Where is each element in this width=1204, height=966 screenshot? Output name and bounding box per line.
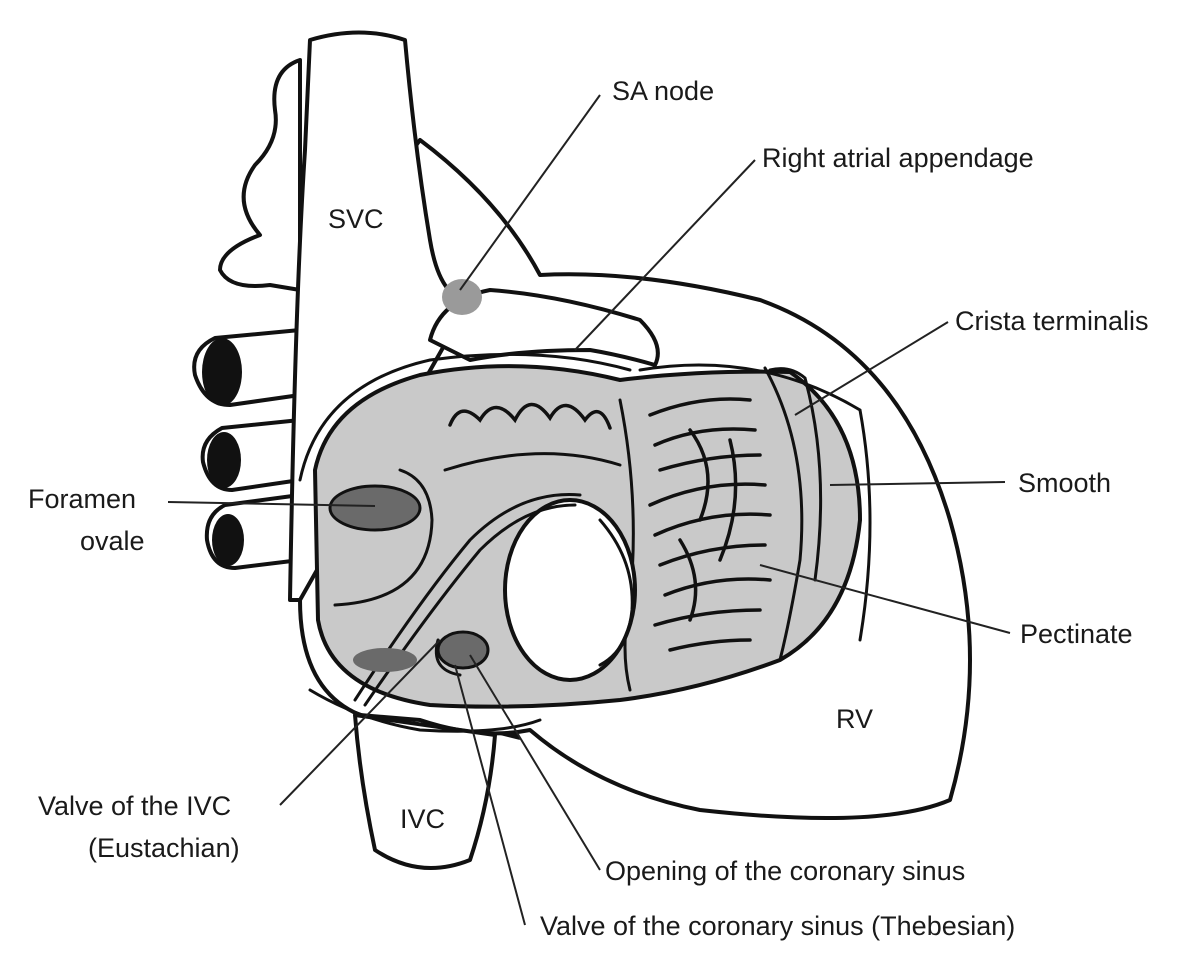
label-crista-terminalis: Crista terminalis: [955, 306, 1149, 336]
label-svc: SVC: [328, 204, 384, 234]
label-smooth: Smooth: [1018, 468, 1111, 498]
label-foramen-ovale-line1: Foramen: [28, 484, 136, 514]
label-right-atrial-appendage: Right atrial appendage: [762, 143, 1034, 173]
pulmonary-veins: [194, 330, 300, 568]
label-valve-ivc-line1: Valve of the IVC: [38, 791, 231, 821]
label-foramen-ovale-line2: ovale: [80, 526, 145, 556]
left-outline: [220, 60, 300, 290]
foramen-ovale: [330, 486, 420, 530]
label-rv: RV: [836, 704, 873, 734]
sa-node: [442, 279, 482, 315]
label-pectinate: Pectinate: [1020, 619, 1133, 649]
label-valve-coronary-sinus: Valve of the coronary sinus (Thebesian): [540, 911, 1015, 941]
label-ivc: IVC: [400, 804, 445, 834]
coronary-sinus-opening: [438, 632, 488, 668]
ivc-orifice: [353, 648, 417, 672]
label-valve-ivc-line2: (Eustachian): [88, 833, 240, 863]
label-opening-coronary-sinus: Opening of the coronary sinus: [605, 856, 965, 886]
label-sa-node: SA node: [612, 76, 714, 106]
